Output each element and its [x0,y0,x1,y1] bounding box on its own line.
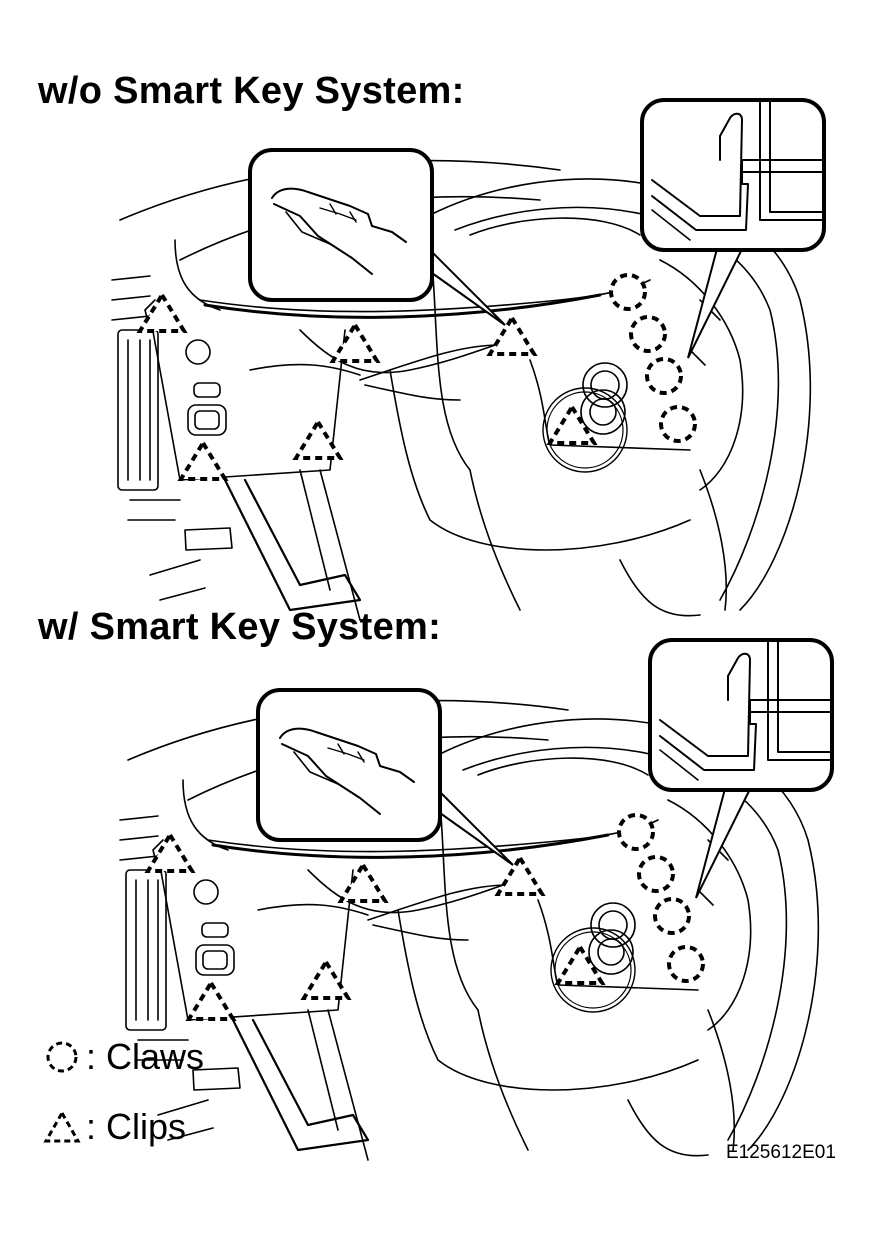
diagram-with-smart-key [118,638,834,1162]
claw-marker [667,945,705,983]
clip-marker [548,405,596,445]
clip-marker [496,856,544,896]
claw-callout-leader [687,244,745,359]
clip-marker [187,981,235,1021]
claw-marker [617,813,655,851]
clip-marker [556,945,604,985]
claw-marker [629,315,667,353]
legend-clips-label: : Clips [86,1106,187,1147]
claw-marker [637,855,675,893]
title-without-smart-key: w/o Smart Key System: [38,70,465,112]
claw-marker [659,405,697,443]
claw-marker [645,357,683,395]
clip-marker [331,323,379,363]
claw-legend-icon [46,1041,78,1073]
clip-detail-inset [256,688,442,842]
legend-claws-label: : Claws [86,1036,205,1077]
claw-detail-inset [648,638,834,792]
figure-code: E125612E01 [726,1142,836,1163]
title-with-smart-key: w/ Smart Key System: [38,606,442,648]
diagram-without-smart-key [110,98,826,622]
clip-marker [179,441,227,481]
clip-detail-inset [248,148,434,302]
legend-clips: : Clips [42,1106,186,1148]
claw-marker [653,897,691,935]
clip-legend-icon [43,1109,81,1143]
clip-marker [339,863,387,903]
claw-marker [609,273,647,311]
clip-marker [138,293,186,333]
clip-callout-leader [432,789,514,866]
legend-claws: : Claws [42,1036,204,1078]
claw-detail-inset [640,98,826,252]
clip-marker [146,833,194,873]
clip-marker [488,316,536,356]
clip-callout-leader [424,249,506,326]
claw-callout-leader [695,784,753,899]
